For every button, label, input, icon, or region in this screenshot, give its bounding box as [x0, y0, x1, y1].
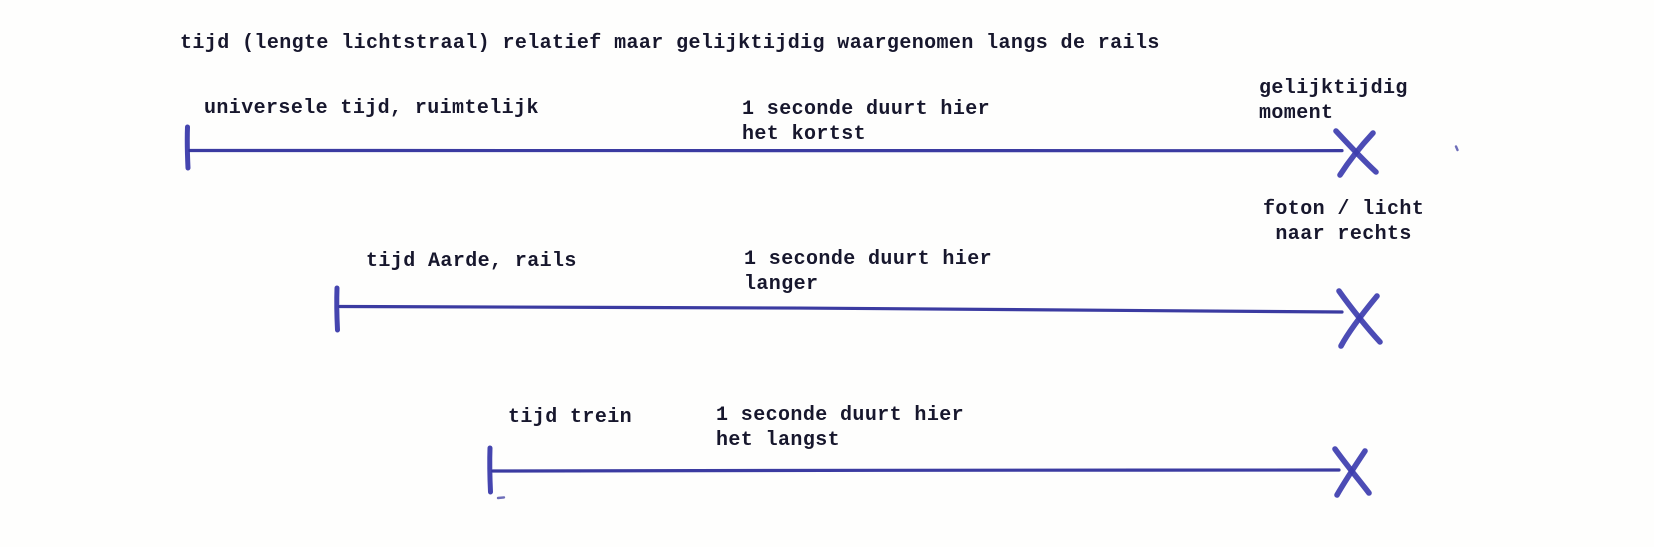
timeline-1-line: [188, 147, 1344, 153]
timeline-1-label: universele tijd, ruimtelijk: [204, 97, 539, 120]
ink-speck: [1454, 145, 1459, 152]
timeline-2-note: 1 seconde duurt hier langer: [744, 248, 993, 296]
diagram-title: tijd (lengte lichtstraal) relatief maar …: [180, 32, 1160, 55]
timeline-2-annotation: foton / licht naar rechts: [1263, 198, 1425, 246]
timeline-1-x-mark: [1337, 130, 1376, 178]
timeline-3-note: 1 seconde duurt hier het langst: [716, 404, 965, 452]
timeline-2-x-mark: [1338, 293, 1380, 349]
timeline-2-label: tijd Aarde, rails: [366, 250, 577, 273]
timeline-earth-rails-graphic: [334, 285, 1383, 349]
timeline-2-line: [338, 304, 1344, 314]
timeline-3-label: tijd trein: [508, 406, 633, 429]
timeline-1-start-tick: [184, 124, 191, 171]
timeline-3-x-mark: [1334, 448, 1368, 498]
timeline-1-annotation: gelijktijdig moment: [1259, 77, 1408, 125]
timeline-universal-time-graphic: [184, 124, 1379, 178]
timeline-1-note: 1 seconde duurt hier het kortst: [742, 98, 991, 146]
timeline-3-line: [491, 468, 1341, 473]
timeline-train-graphic: [487, 445, 1372, 498]
timeline-3-start-tick: [487, 445, 493, 495]
timeline-2-start-tick: [334, 285, 340, 333]
ink-speck: [496, 496, 506, 500]
